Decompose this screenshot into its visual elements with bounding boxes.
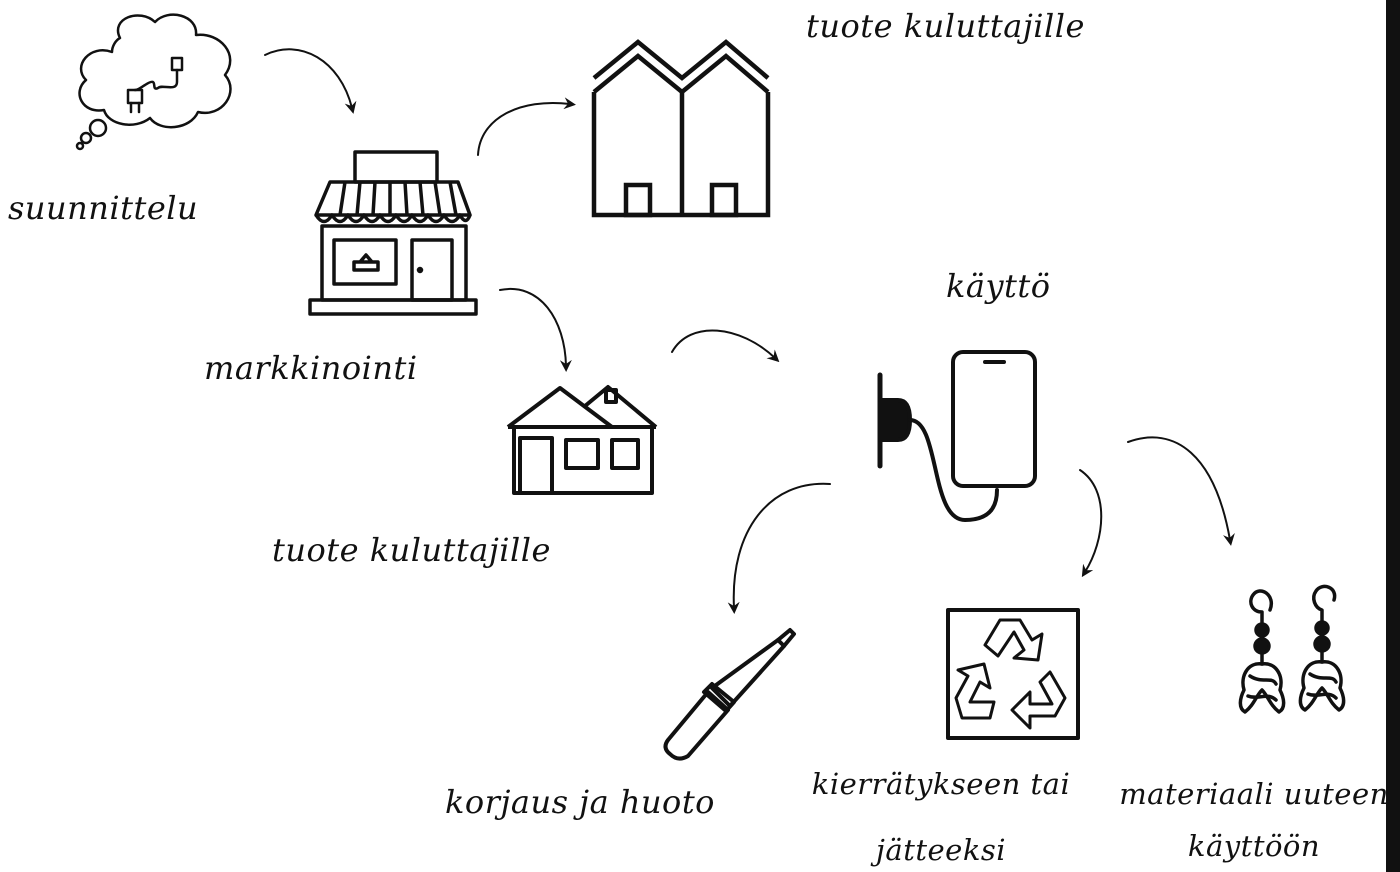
label-material-line1: materiaali uuteen [1119,777,1389,811]
apartment-buildings-icon [591,39,771,218]
arrow-marketing-to-house [499,287,572,372]
arrow-use-to-material [1127,436,1235,546]
label-design: suunnittelu [8,189,199,227]
label-recycling-line1: kierrätykseen tai [811,767,1071,801]
label-use: käyttö [946,267,1051,305]
arrow-marketing-to-apartments [477,97,576,156]
label-product-top: tuote kuluttajille [806,7,1085,45]
right-edge-border [1386,0,1400,872]
house-icon [506,385,658,495]
label-recycling-line2: jätteeksi [875,833,1007,867]
label-repair: korjaus ja huoto [445,783,715,821]
arrow-house-to-use [671,329,780,363]
shop-storefront-icon [308,150,478,316]
label-marketing: markkinointi [204,349,418,387]
recycle-symbol-icon [946,608,1080,740]
arrow-design-to-marketing [264,48,357,114]
label-material-line2: käyttöön [1187,829,1321,863]
arrow-use-to-recycling [1079,469,1103,578]
screwdriver-icon [663,628,796,761]
arrow-use-to-repair [727,482,831,614]
earrings-icon [1238,584,1346,714]
phone-charging-icon [877,350,1037,522]
label-product-bottom: tuote kuluttajille [272,531,551,569]
thought-cloud-plug-icon [75,13,232,151]
